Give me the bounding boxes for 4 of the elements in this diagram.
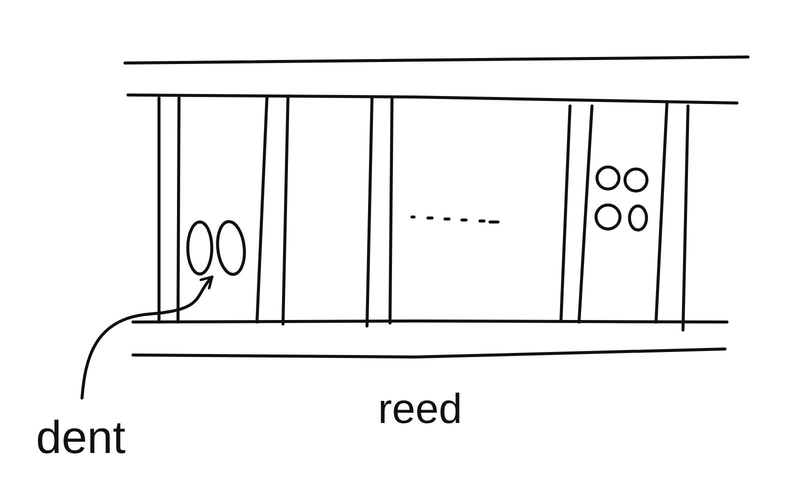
callout-label: dent <box>36 398 132 464</box>
thread-ovals <box>186 220 246 276</box>
part-label: reed <box>378 388 462 430</box>
leader-arrow <box>80 276 214 400</box>
